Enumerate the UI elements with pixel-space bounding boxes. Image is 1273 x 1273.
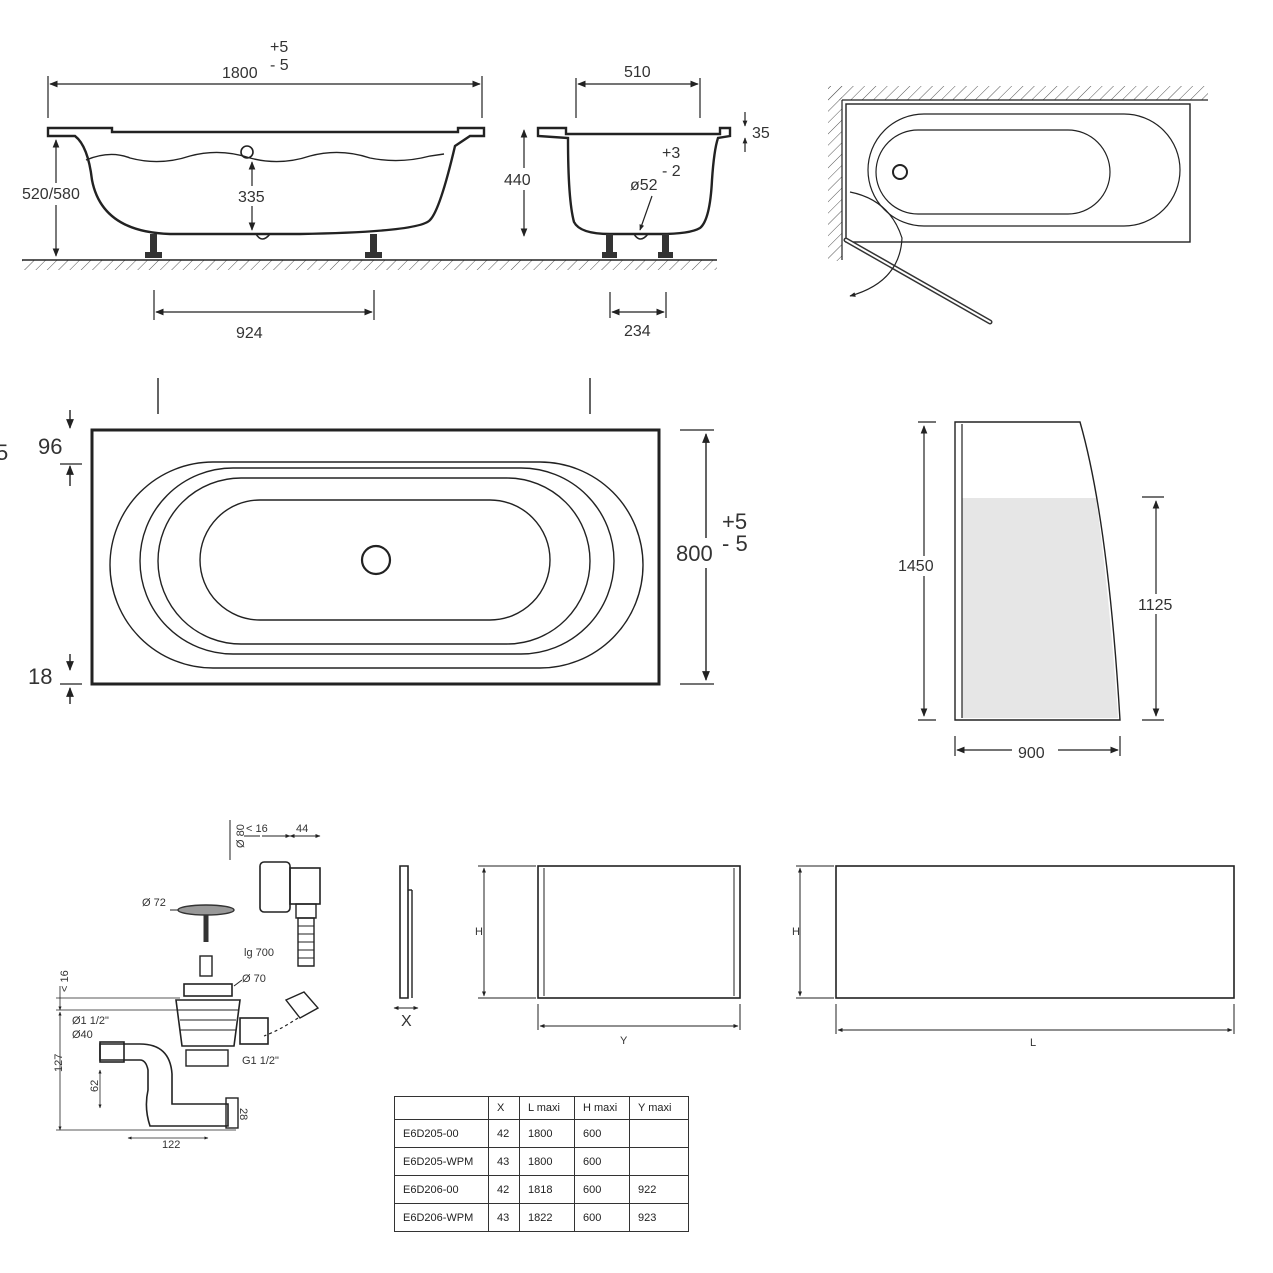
- table-cell: E6D206-00: [394, 1175, 489, 1204]
- dim-drain-dia: ø52: [630, 177, 658, 194]
- table-cell: 42: [488, 1175, 520, 1204]
- dim-side-height: 440: [504, 172, 531, 189]
- swing-arc: [849, 191, 903, 297]
- table-cell: 922: [629, 1175, 689, 1204]
- table-row: E6D205-00 42 1800 600: [394, 1119, 689, 1148]
- table-cell: E6D205-00: [394, 1119, 489, 1148]
- dim-drain-tol-plus: +3: [662, 145, 680, 162]
- dim-rim: 35: [752, 125, 770, 142]
- waste-d80: Ø 80: [235, 824, 247, 848]
- panel-l-label: L: [1030, 1037, 1036, 1049]
- dim-screen-height: 1450: [898, 558, 934, 575]
- waste-lt16-top: < 16: [246, 823, 268, 835]
- dim-width-tol-minus: - 5: [722, 531, 748, 556]
- table-cell: [629, 1147, 689, 1176]
- panel-x-label: X: [401, 1013, 412, 1030]
- waste-h127: 127: [53, 1054, 65, 1072]
- table-cell: 600: [574, 1147, 630, 1176]
- dim-width-tol-plus: +5: [722, 509, 747, 534]
- table-cell: 43: [488, 1147, 520, 1176]
- panel-h2-label: H: [792, 926, 800, 938]
- waste-d70: Ø 70: [242, 973, 266, 985]
- waste-d1-half: Ø1 1/2": [72, 1015, 109, 1027]
- table-cell: 43: [488, 1203, 520, 1232]
- table-cell: 600: [574, 1175, 630, 1204]
- dim-bottom-offset: 18: [28, 664, 52, 689]
- table-header-row: X L maxi H maxi Y maxi: [394, 1096, 689, 1120]
- panel-h1-label: H: [475, 926, 483, 938]
- waste-h28: 28: [237, 1108, 249, 1120]
- waste-d72: Ø 72: [142, 897, 166, 909]
- table-cell: 42: [488, 1119, 520, 1148]
- drain-icon: [360, 544, 392, 576]
- table-row: E6D205-WPM 43 1800 600: [394, 1147, 689, 1176]
- waste-h62: 62: [89, 1080, 101, 1092]
- table-header-cell: L maxi: [519, 1096, 575, 1120]
- waste-kit-drawing: Ø 80 < 16 44 lg 700 Ø 72 Ø 70 G1 1/2" < …: [53, 820, 321, 1151]
- dim-side-feet: 234: [624, 323, 651, 340]
- table-cell: E6D206-WPM: [394, 1203, 489, 1232]
- tub-feet: [145, 234, 382, 258]
- waste-w44: 44: [296, 823, 308, 835]
- table-cell: [629, 1119, 689, 1148]
- waste-lg700: lg 700: [244, 947, 274, 959]
- end-elevation-view: 510 35 440 +3 - 2 ø52 234: [502, 64, 770, 340]
- dim-length-tol-minus: - 5: [270, 57, 289, 74]
- table-header-cell: H maxi: [574, 1096, 630, 1120]
- panels-drawing: X H Y H L: [393, 865, 1235, 1049]
- table-cell: 923: [629, 1203, 689, 1232]
- panel-y-label: Y: [620, 1035, 628, 1047]
- table-header-cell: Y maxi: [629, 1096, 689, 1120]
- tub-plan-outline: [845, 103, 1191, 243]
- overflow-icon: [240, 145, 254, 159]
- install-plan-view: [828, 86, 1208, 325]
- table-cell: 600: [574, 1203, 630, 1232]
- dim-depth: 335: [238, 189, 265, 206]
- floor-hatch: [22, 260, 717, 270]
- table-cell: 600: [574, 1119, 630, 1148]
- dim-screen-glass-height: 1125: [1138, 597, 1173, 614]
- dim-width: 800: [676, 541, 713, 566]
- dim-width-side: 510: [624, 64, 651, 81]
- tub-plan-rim: [90, 428, 661, 686]
- dim-length-tol-plus: +5: [270, 39, 288, 56]
- panel-spec-table: X L maxi H maxi Y maxi E6D205-00 42 1800…: [394, 1096, 689, 1232]
- end-profile: [536, 126, 732, 236]
- screen-panel: [954, 421, 1121, 721]
- water-line: [85, 151, 445, 163]
- dim-length: 1800: [222, 65, 258, 82]
- table-cell: 1822: [519, 1203, 575, 1232]
- side-elevation-view: 1800 +5 - 5 520/580 335 924: [18, 39, 717, 342]
- tub-profile: [46, 126, 486, 236]
- table-header-cell: [394, 1096, 489, 1120]
- waste-g1-half: G1 1/2": [242, 1055, 279, 1067]
- table-cell: 1800: [519, 1147, 575, 1176]
- waste-w122: 122: [162, 1139, 180, 1151]
- drain-icon: [892, 164, 908, 180]
- table-cell: 1800: [519, 1119, 575, 1148]
- dim-height-total: 520/580: [22, 186, 80, 203]
- edge-mark: 5: [0, 440, 8, 465]
- dim-feet-spacing: 924: [236, 325, 263, 342]
- table-cell: E6D205-WPM: [394, 1147, 489, 1176]
- table-row: E6D206-WPM 43 1822 600 923: [394, 1203, 689, 1232]
- dim-drain-tol-minus: - 2: [662, 163, 681, 180]
- waste-d40: Ø40: [72, 1029, 93, 1041]
- screen-elevation-view: 1450 1125 900: [896, 421, 1180, 762]
- table-row: E6D206-00 42 1818 600 922: [394, 1175, 689, 1204]
- dim-screen-width: 900: [1018, 745, 1045, 762]
- waste-lt16-left: < 16: [59, 970, 71, 992]
- table-cell: 1818: [519, 1175, 575, 1204]
- plan-view: 96 18 5 800 +5 - 5: [0, 378, 748, 704]
- dim-top-offset: 96: [38, 434, 62, 459]
- table-header-cell: X: [488, 1096, 520, 1120]
